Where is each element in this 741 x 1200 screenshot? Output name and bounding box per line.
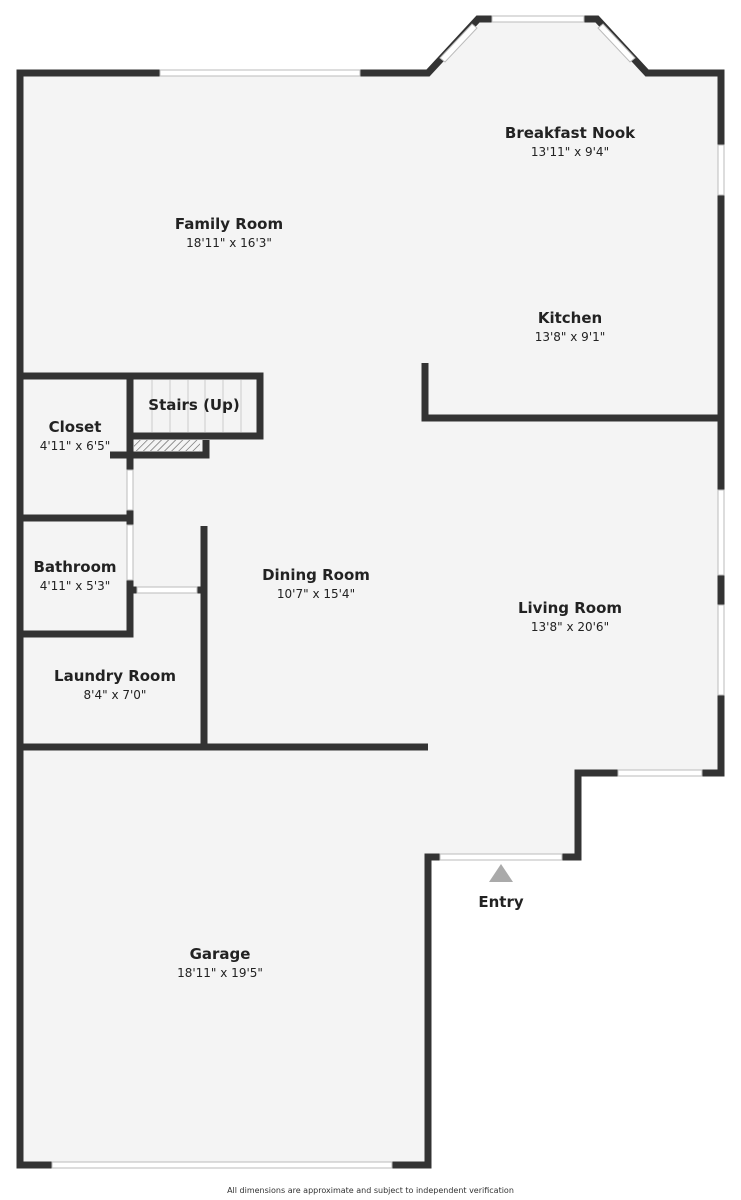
room-dims: 8'4" x 7'0": [83, 688, 147, 702]
room-name: Garage: [189, 945, 251, 963]
room-garage: Garage 18'11" x 19'5": [177, 945, 263, 980]
room-family-room: Family Room 18'11" x 16'3": [175, 215, 283, 250]
room-breakfast-nook: Breakfast Nook 13'11" x 9'4": [505, 124, 635, 159]
doors: [126, 469, 198, 594]
entry-arrow-icon: [489, 864, 513, 882]
room-kitchen: Kitchen 13'8" x 9'1": [535, 309, 606, 344]
room-name: Bathroom: [33, 558, 117, 576]
room-laundry-room: Laundry Room 8'4" x 7'0": [54, 667, 176, 702]
room-dining-room: Dining Room 10'7" x 15'4": [262, 566, 370, 601]
interior-walls: [20, 363, 721, 751]
room-dims: 4'11" x 5'3": [39, 579, 111, 593]
room-name: Closet: [48, 418, 102, 436]
entry-label: Entry: [478, 893, 523, 911]
room-dims: 10'7" x 15'4": [276, 587, 356, 601]
room-name: Dining Room: [262, 566, 370, 584]
room-dims: 18'11" x 16'3": [186, 236, 272, 250]
hatched-area: [134, 440, 200, 451]
room-name: Laundry Room: [54, 667, 176, 685]
room-name: Stairs (Up): [148, 396, 240, 414]
windows: [51, 15, 725, 1169]
room-dims: 4'11" x 6'5": [39, 439, 111, 453]
room-dims: 13'8" x 9'1": [534, 330, 606, 344]
room-name: Living Room: [517, 599, 623, 617]
room-name: Breakfast Nook: [504, 124, 636, 142]
room-bathroom: Bathroom 4'11" x 5'3": [33, 558, 116, 593]
floor-area: [16, 15, 725, 1169]
entry-text: Entry: [478, 893, 524, 911]
stair-treads: [151, 380, 242, 432]
room-dims: 18'11" x 19'5": [177, 966, 263, 980]
room-living-room: Living Room 13'8" x 20'6": [518, 599, 622, 634]
room-name: Kitchen: [537, 309, 603, 327]
room-dims: 13'11" x 9'4": [530, 145, 610, 159]
room-closet: Closet 4'11" x 6'5": [40, 418, 111, 453]
entry-door[interactable]: [439, 853, 563, 861]
room-dims: 13'8" x 20'6": [530, 620, 610, 634]
footer-disclaimer: All dimensions are approximate and subje…: [227, 1186, 514, 1195]
room-stairs: Stairs (Up): [148, 396, 239, 414]
room-name: Family Room: [174, 215, 284, 233]
